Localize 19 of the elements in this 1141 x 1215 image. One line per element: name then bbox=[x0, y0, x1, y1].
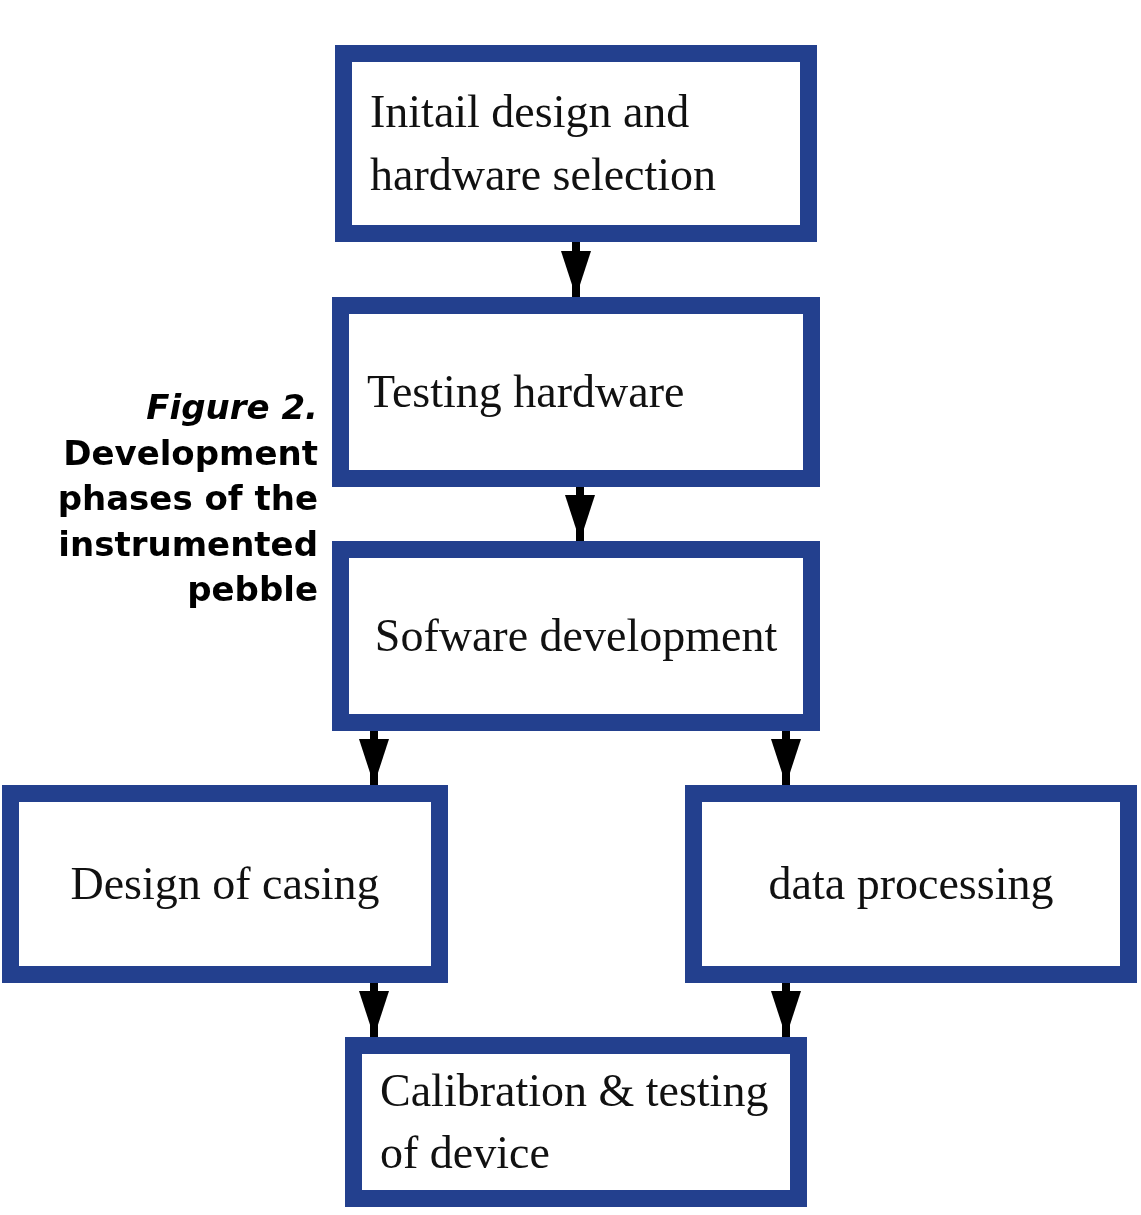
process-box bbox=[332, 297, 820, 487]
arrow bbox=[771, 983, 801, 1037]
process-box bbox=[332, 541, 820, 731]
figure-caption: Figure 2. Development phases of the instrumented pebble bbox=[56, 386, 318, 612]
process-box bbox=[345, 1037, 807, 1207]
arrow bbox=[771, 731, 801, 785]
box-label: Initail design and hardware selection bbox=[370, 85, 718, 202]
process-box bbox=[685, 785, 1137, 983]
box-label: Design of casing bbox=[69, 856, 381, 911]
arrow bbox=[561, 242, 591, 297]
arrow bbox=[565, 487, 595, 541]
process-box bbox=[335, 45, 817, 242]
arrow bbox=[359, 983, 389, 1037]
arrow bbox=[359, 731, 389, 785]
box-label: Calibration & testing of device bbox=[380, 1063, 770, 1180]
process-box bbox=[2, 785, 448, 983]
box-label: data processing bbox=[767, 856, 1055, 911]
box-label: Testing hardware bbox=[367, 364, 686, 419]
box-label: Sofware development bbox=[373, 608, 779, 663]
